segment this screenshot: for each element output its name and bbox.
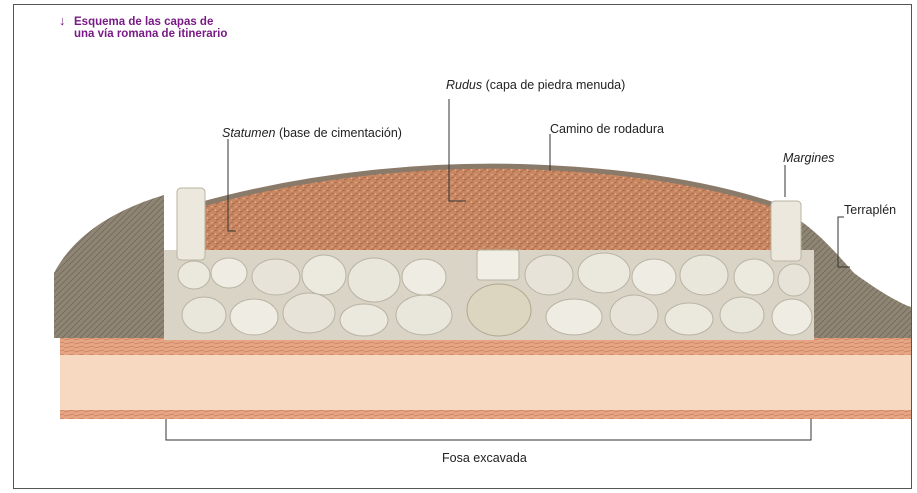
- statumen-term: Statumen: [222, 126, 276, 140]
- statumen-layer: [164, 250, 814, 340]
- statumen-label: Statumen (base de cimentación): [222, 126, 402, 140]
- rudus-description: (capa de piedra menuda): [482, 78, 625, 92]
- light-ground-layer: [60, 355, 911, 410]
- fosa-bracket: [166, 419, 811, 440]
- upper-ground-band: [60, 338, 911, 355]
- lower-ground-band: [60, 410, 911, 419]
- right-margo-stone: [771, 201, 801, 261]
- left-margo-stone: [177, 188, 205, 260]
- camino-label: Camino de rodadura: [550, 122, 664, 136]
- margines-term: Margines: [783, 151, 834, 165]
- terraplen-label: Terraplén: [844, 203, 896, 217]
- left-embankment: [54, 195, 164, 338]
- fosa-label: Fosa excavada: [442, 451, 527, 465]
- statumen-description: (base de cimentación): [276, 126, 402, 140]
- margines-label: Margines: [783, 151, 834, 165]
- rudus-layer: [199, 166, 774, 260]
- diagram-frame: ↓ Esquema de las capas de una vía romana…: [13, 4, 912, 489]
- ground-strata: [60, 338, 911, 419]
- rudus-label: Rudus (capa de piedra menuda): [446, 78, 625, 92]
- rudus-term: Rudus: [446, 78, 482, 92]
